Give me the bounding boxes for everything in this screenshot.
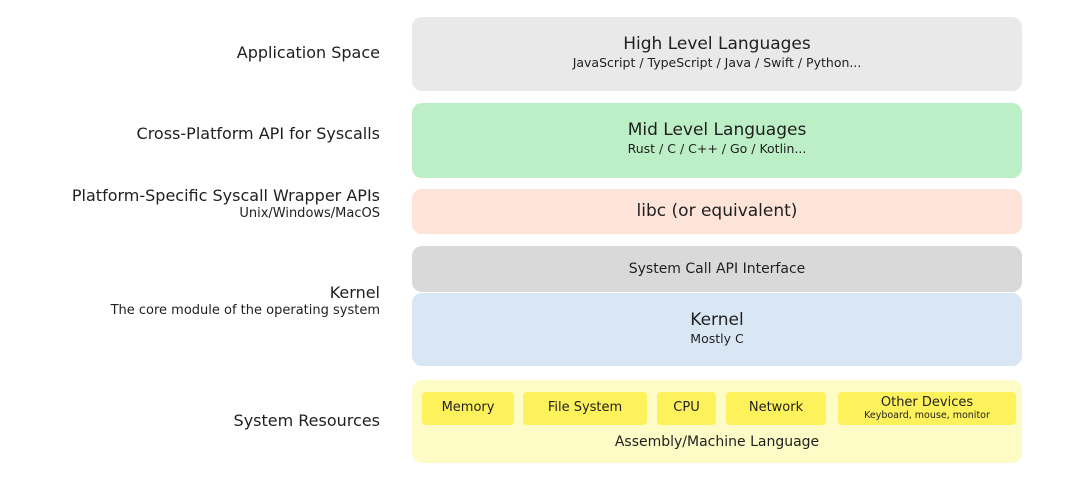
chip-file-system: File System xyxy=(523,392,647,425)
label-kernel-sub: The core module of the operating system xyxy=(110,303,380,318)
chip-other-devices: Other Devices Keyboard, mouse, monitor xyxy=(838,392,1016,425)
assembly-machine-language-caption: Assembly/Machine Language xyxy=(614,434,820,450)
label-application-space-text: Application Space xyxy=(236,43,380,62)
label-platform-specific-text: Platform-Specific Syscall Wrapper APIs xyxy=(71,186,380,205)
libc-box: libc (or equivalent) xyxy=(412,189,1022,234)
label-system-resources-text: System Resources xyxy=(233,411,380,430)
mid-level-languages-box: Mid Level Languages Rust / C / C++ / Go … xyxy=(412,103,1022,178)
system-call-interface-box: System Call API Interface xyxy=(412,246,1022,292)
chip-cpu: CPU xyxy=(657,392,716,425)
kernel-subtitle: Mostly C xyxy=(690,331,744,346)
high-level-examples: JavaScript / TypeScript / Java / Swift /… xyxy=(572,55,862,70)
libc-title: libc (or equivalent) xyxy=(636,201,798,221)
system-resources-box: Memory File System CPU Network Other Dev… xyxy=(412,380,1022,463)
mid-level-title: Mid Level Languages xyxy=(627,120,807,140)
mid-level-examples: Rust / C / C++ / Go / Kotlin... xyxy=(627,141,807,156)
chip-file-system-label: File System xyxy=(547,400,623,415)
chip-other-devices-sub: Keyboard, mouse, monitor xyxy=(864,410,990,421)
chip-memory: Memory xyxy=(422,392,514,425)
label-platform-specific-sub: Unix/Windows/MacOS xyxy=(239,206,380,221)
kernel-title: Kernel xyxy=(690,310,744,330)
chip-network: Network xyxy=(726,392,826,425)
label-system-resources: System Resources xyxy=(234,411,380,431)
high-level-title: High Level Languages xyxy=(623,34,811,54)
label-application-space: Application Space xyxy=(237,43,380,63)
label-kernel-text: Kernel xyxy=(329,283,380,302)
kernel-box: Kernel Mostly C xyxy=(412,293,1022,366)
label-cross-platform-api: Cross-Platform API for Syscalls xyxy=(137,124,380,144)
high-level-languages-box: High Level Languages JavaScript / TypeSc… xyxy=(412,17,1022,91)
label-kernel: Kernel The core module of the operating … xyxy=(111,283,380,319)
chip-network-label: Network xyxy=(748,400,804,415)
label-platform-specific: Platform-Specific Syscall Wrapper APIs U… xyxy=(72,186,380,222)
system-call-title: System Call API Interface xyxy=(628,261,806,277)
chip-cpu-label: CPU xyxy=(673,400,700,415)
chip-other-devices-label: Other Devices xyxy=(880,395,974,410)
chip-memory-label: Memory xyxy=(441,400,495,415)
label-cross-platform-api-text: Cross-Platform API for Syscalls xyxy=(136,124,380,143)
